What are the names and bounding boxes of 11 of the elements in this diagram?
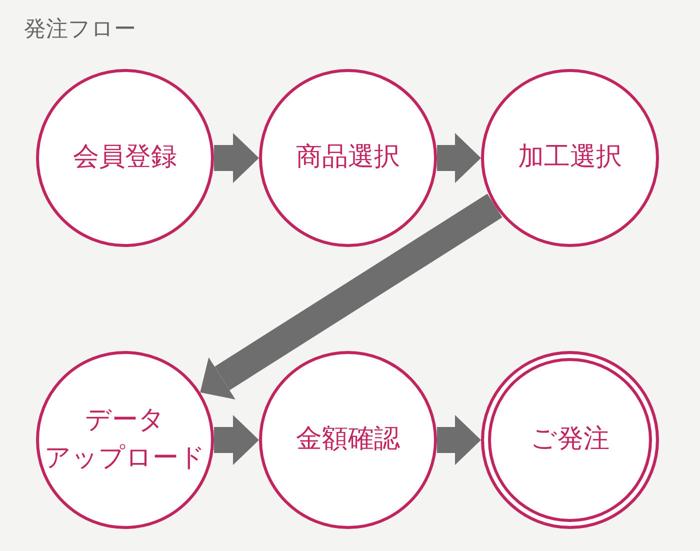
step-label: 金額確認: [296, 423, 400, 456]
diagram-title: 発注フロー: [24, 16, 136, 44]
step-label: データアップロード: [44, 404, 206, 475]
arrow: [200, 194, 502, 400]
step-label: 商品選択: [296, 141, 400, 174]
arrow: [214, 415, 259, 465]
step-label: 会員登録: [73, 141, 177, 174]
arrow: [437, 133, 481, 183]
step-label: ご発注: [530, 423, 610, 456]
arrow: [214, 133, 259, 183]
step-label: 加工選択: [518, 141, 622, 174]
